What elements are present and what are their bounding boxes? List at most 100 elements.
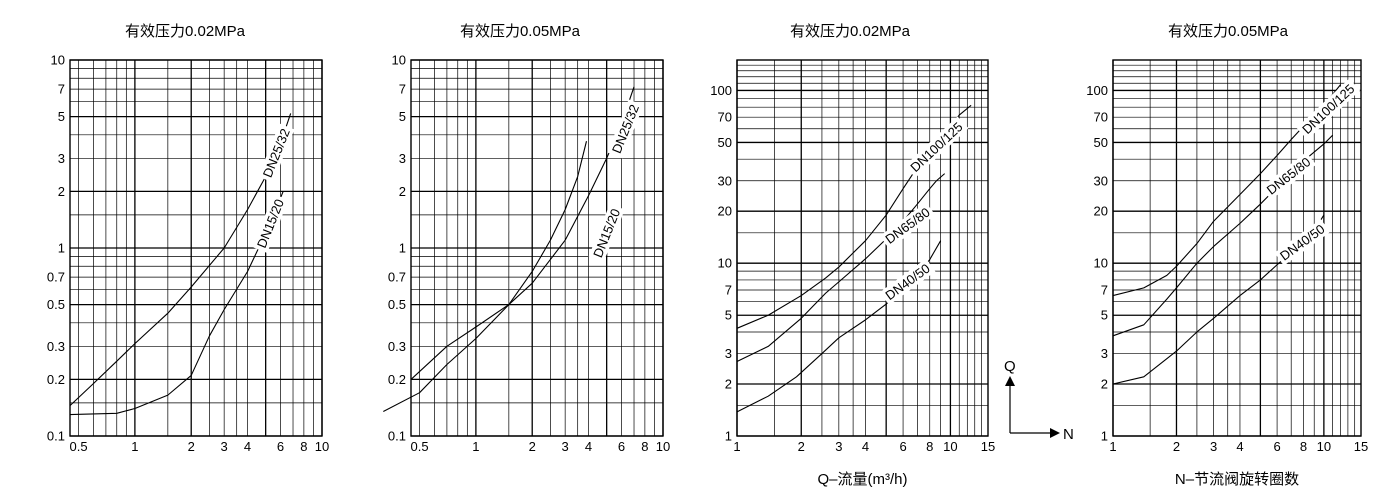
x-tick-label: 15	[1354, 439, 1368, 454]
series-label-backdrop	[1261, 152, 1317, 200]
series-label-backdrop	[588, 203, 625, 263]
x-tick-label: 6	[277, 439, 284, 454]
y-tick-label: 100	[710, 83, 732, 98]
series-label: DN40/50	[1277, 221, 1327, 263]
x-axis-label: Q–流量(m³/h)	[817, 471, 907, 488]
y-tick-label: 0.5	[47, 297, 65, 312]
x-tick-label: 0.5	[70, 439, 88, 454]
n-arrowhead-icon	[1050, 428, 1060, 438]
series-label: DN15/20	[254, 197, 287, 250]
y-tick-label: 3	[58, 151, 65, 166]
x-tick-label: 8	[641, 439, 648, 454]
series-label-backdrop	[252, 193, 289, 254]
y-tick-label: 0.3	[47, 339, 65, 354]
y-tick-label: 10	[1094, 256, 1108, 271]
y-tick-label: 20	[718, 204, 732, 219]
series-label-backdrop	[1296, 78, 1361, 140]
y-tick-label: 0.7	[388, 270, 406, 285]
y-tick-label: 0.2	[47, 372, 65, 387]
plot-frame	[410, 59, 664, 437]
y-tick-label: 20	[1094, 204, 1108, 219]
x-tick-label: 2	[1173, 439, 1180, 454]
y-tick-label: 0.2	[388, 372, 406, 387]
y-tick-label: 0.1	[47, 429, 65, 444]
plot-frame	[736, 59, 989, 437]
y-tick-label: 2	[58, 184, 65, 199]
y-tick-label: 2	[1101, 376, 1108, 391]
y-tick-label: 30	[1094, 173, 1108, 188]
series-line	[1112, 84, 1341, 297]
y-tick-label: 2	[725, 376, 732, 391]
x-tick-label: 4	[244, 439, 251, 454]
grid	[70, 59, 323, 437]
y-tick-label: 10	[718, 256, 732, 271]
y-tick-label: 1	[1101, 429, 1108, 444]
plot-frame	[69, 59, 323, 437]
y-tick-label: 0.7	[47, 270, 65, 285]
x-tick-label: 10	[943, 439, 957, 454]
y-tick-label: 7	[725, 282, 732, 297]
y-tick-label: 100	[1086, 83, 1108, 98]
series-label: DN25/32	[609, 102, 642, 155]
series-line	[383, 141, 588, 412]
x-tick-label: 8	[1300, 439, 1307, 454]
x-tick-label: 15	[981, 439, 995, 454]
y-tick-label: 50	[1094, 135, 1108, 150]
chart-title: 有效压力0.02MPa	[125, 23, 246, 40]
grid	[736, 59, 989, 437]
x-tick-label: 6	[1273, 439, 1280, 454]
series-line	[736, 173, 946, 362]
y-tick-label: 70	[718, 110, 732, 125]
y-tick-label: 30	[718, 173, 732, 188]
x-tick-label: 3	[562, 439, 569, 454]
x-tick-label: 3	[835, 439, 842, 454]
x-tick-label: 10	[656, 439, 670, 454]
x-tick-label: 1	[472, 439, 479, 454]
y-tick-label: 5	[58, 109, 65, 124]
chart-title: 有效压力0.02MPa	[790, 23, 911, 40]
x-tick-label: 3	[221, 439, 228, 454]
series-label-backdrop	[1274, 219, 1331, 266]
y-tick-label: 5	[1101, 308, 1108, 323]
y-tick-label: 3	[399, 151, 406, 166]
series-label: DN25/32	[260, 126, 293, 179]
q-arrowhead-icon	[1005, 376, 1015, 386]
series-label-backdrop	[879, 258, 936, 306]
y-tick-label: 1	[58, 241, 65, 256]
y-tick-label: 1	[725, 429, 732, 444]
axis-key: Q N	[1004, 358, 1074, 443]
chart-title: 有效压力0.05MPa	[460, 23, 581, 40]
series-label-backdrop	[258, 123, 295, 183]
y-tick-label: 0.5	[388, 297, 406, 312]
series-line	[69, 113, 292, 407]
plot-frame	[1112, 59, 1362, 437]
n-axis-letter: N	[1063, 426, 1074, 443]
y-tick-label: 10	[392, 53, 406, 68]
x-tick-label: 2	[529, 439, 536, 454]
x-tick-label: 10	[1317, 439, 1331, 454]
x-tick-label: 6	[618, 439, 625, 454]
x-tick-label: 10	[315, 439, 329, 454]
x-tick-label: 4	[862, 439, 869, 454]
series-label: DN100/125	[907, 119, 965, 175]
y-tick-label: 0.1	[388, 429, 406, 444]
y-tick-label: 7	[58, 82, 65, 97]
y-tick-label: 1	[399, 241, 406, 256]
x-tick-label: 2	[798, 439, 805, 454]
series-label: DN15/20	[590, 207, 623, 260]
y-tick-label: 5	[399, 109, 406, 124]
y-tick-label: 7	[1101, 282, 1108, 297]
y-tick-label: 3	[725, 346, 732, 361]
y-tick-label: 0.3	[388, 339, 406, 354]
series-label: DN65/80	[1264, 154, 1314, 197]
y-tick-label: 3	[1101, 346, 1108, 361]
x-axis-label: N–节流阀旋转圈数	[1175, 471, 1299, 488]
y-tick-label: 5	[725, 308, 732, 323]
series-label-backdrop	[607, 99, 644, 159]
q-axis-letter: Q	[1004, 358, 1016, 375]
